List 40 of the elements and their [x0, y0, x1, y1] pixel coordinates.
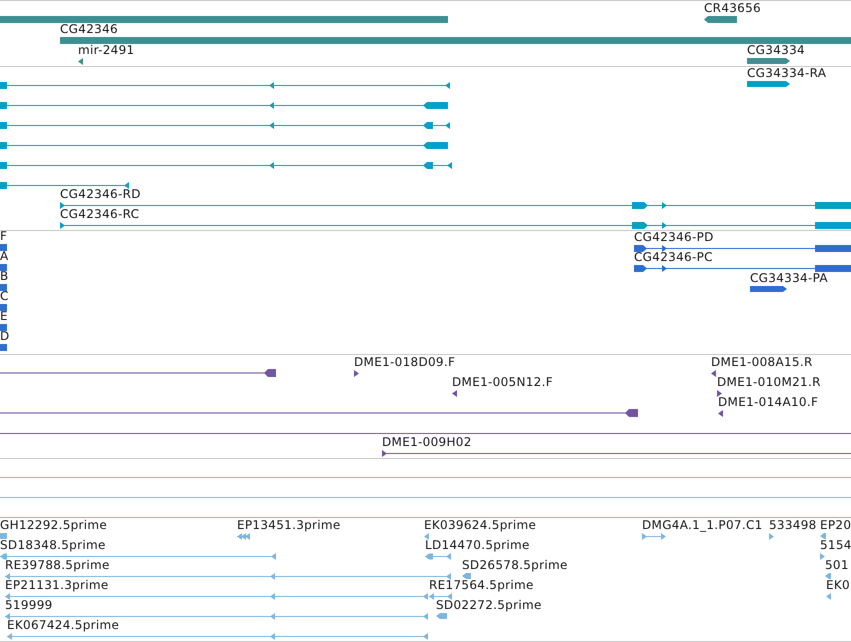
- feature-label: B: [0, 270, 9, 283]
- feature-label: DME1-005N12.F: [452, 376, 553, 389]
- feature-label: LD14470.5prime: [425, 539, 530, 552]
- feature-label: SD18348.5prime: [0, 539, 106, 552]
- feature-label: DME1-010M21.R: [717, 376, 821, 389]
- feature-label: CG42346: [60, 23, 118, 36]
- feature-label: C: [0, 290, 9, 303]
- feature-label: 5154: [820, 539, 851, 552]
- feature-label: DMG4A.1_1.P07.C1: [642, 519, 763, 532]
- feature-label: A: [0, 250, 9, 263]
- feature-label: CR43656: [704, 2, 761, 15]
- feature-label: F: [0, 230, 8, 243]
- feature-label: 533498: [769, 519, 817, 532]
- feature-label: CG34334: [747, 44, 805, 57]
- feature-label: CG42346-PD: [634, 231, 714, 244]
- feature-label: D: [0, 330, 10, 343]
- feature-label: CG42346-PC: [634, 251, 713, 264]
- feature-label: RE17564.5prime: [429, 579, 534, 592]
- feature-label: GH12292.5prime: [0, 519, 108, 532]
- feature-label: mir-2491: [78, 44, 134, 57]
- feature-label: CG42346-RD: [60, 188, 141, 201]
- feature-label: DME1-008A15.R: [711, 356, 813, 369]
- feature-label: CG34334-RA: [747, 67, 826, 80]
- feature-label: EK039624.5prime: [424, 519, 536, 532]
- feature-label: E: [0, 310, 8, 323]
- feature-label: SD26578.5prime: [462, 559, 568, 572]
- feature-label: CG42346-RC: [60, 208, 140, 221]
- feature-label: DME1-009H02: [382, 436, 472, 449]
- feature-label: DME1-018D09.F: [354, 356, 456, 369]
- feature-label: 501: [825, 559, 849, 572]
- feature-label: 519999: [5, 599, 53, 612]
- feature-label: EP13451.3prime: [237, 519, 341, 532]
- feature-label: EK067424.5prime: [7, 619, 120, 632]
- feature-label: EP20: [820, 519, 851, 532]
- feature-label: EK0: [826, 579, 850, 592]
- feature-label: RE39788.5prime: [5, 559, 110, 572]
- feature-label: SD02272.5prime: [436, 599, 542, 612]
- feature-label: DME1-014A10.F: [718, 396, 818, 409]
- feature-label: EP21131.3prime: [5, 579, 109, 592]
- feature-label: CG34334-PA: [750, 272, 828, 285]
